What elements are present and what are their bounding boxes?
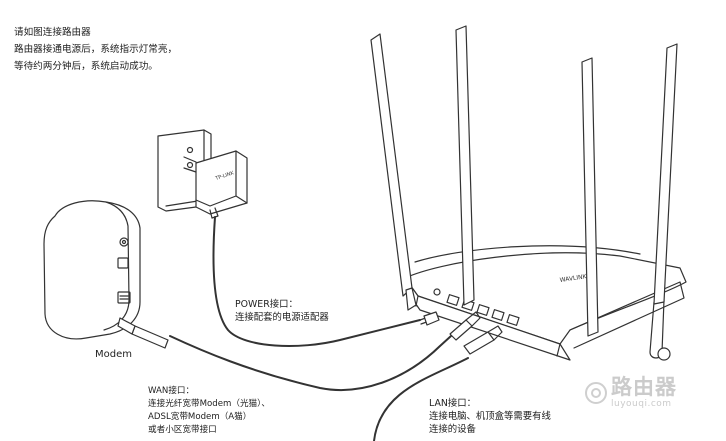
lan-port-title: LAN接口： [429, 398, 476, 409]
modem-label: Modem [95, 349, 132, 360]
power-adapter-illustration: TP-LINK [183, 150, 248, 219]
power-port-title: POWER接口： [235, 299, 298, 310]
watermark-logo-icon [585, 382, 607, 404]
site-watermark: 路由器 luyouqi.com [585, 377, 677, 409]
router-illustration: WAVLINK [404, 245, 687, 361]
router-brand-text: WAVLINK [559, 273, 588, 284]
wan-port-line-3: 或者小区宽带接口 [148, 425, 217, 435]
wan-port-line-2: ADSL宽带Modem（A猫） [148, 412, 252, 422]
watermark-brand: 路由器 [611, 375, 677, 399]
instruction-line-2: 路由器接通电源后，系统指示灯常亮， [14, 44, 178, 55]
instruction-line-3: 等待约两分钟后，系统启动成功。 [14, 61, 158, 72]
lan-port-line-2: 连接的设备 [429, 424, 476, 435]
watermark-url: luyouqi.com [611, 399, 672, 409]
power-port-callout: POWER接口： 连接配套的电源适配器 [235, 298, 329, 324]
modem-illustration [43, 200, 141, 340]
router-antennas [370, 25, 678, 361]
wan-cable [117, 311, 481, 392]
lan-cable [373, 325, 503, 441]
power-port-description: 连接配套的电源适配器 [235, 312, 329, 323]
wan-port-title: WAN接口： [148, 386, 195, 396]
lan-port-line-1: 连接电脑、机顶盒等需要有线 [429, 411, 551, 422]
instruction-line-1: 请如图连接路由器 [14, 27, 91, 38]
lan-port-callout: LAN接口： 连接电脑、机顶盒等需要有线 连接的设备 [429, 397, 551, 436]
power-cable [212, 216, 440, 347]
wan-port-line-1: 连接光纤宽带Modem（光猫）、 [148, 399, 271, 409]
wan-port-callout: WAN接口： 连接光纤宽带Modem（光猫）、 ADSL宽带Modem（A猫） … [148, 385, 270, 437]
setup-instructions: 请如图连接路由器 路由器接通电源后，系统指示灯常亮， 等待约两分钟后，系统启动成… [14, 24, 177, 75]
